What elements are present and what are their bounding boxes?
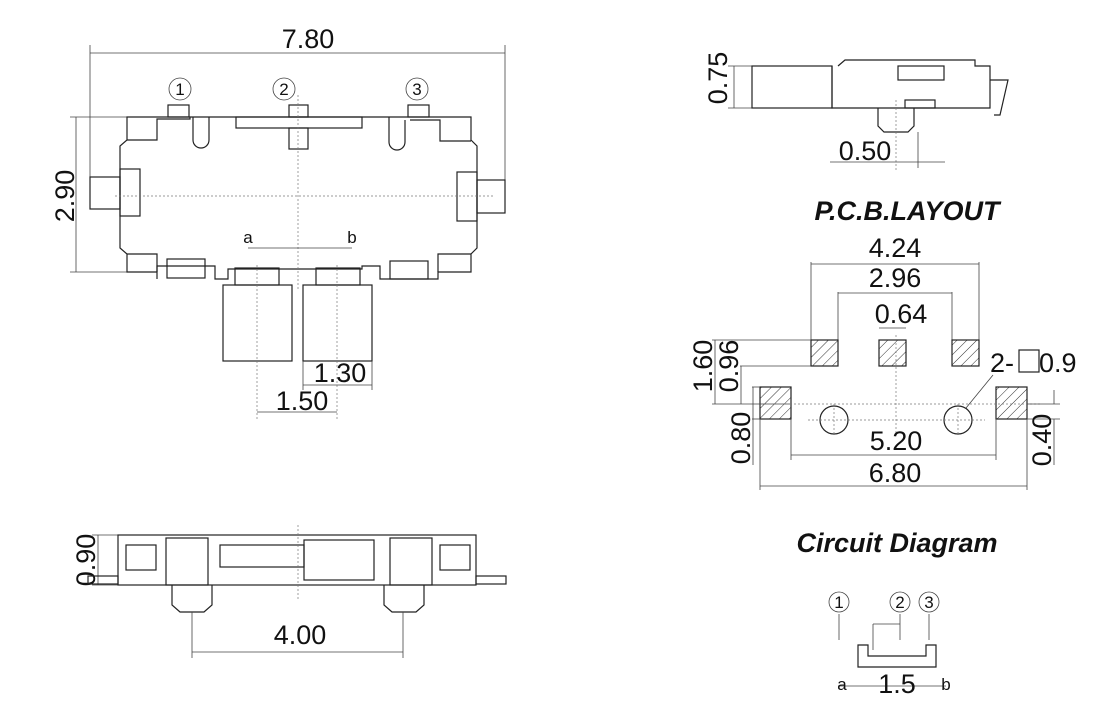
pin-1-tab bbox=[167, 104, 190, 118]
pin-2-label: 2 bbox=[279, 80, 288, 99]
pcb-pad-3 bbox=[951, 339, 980, 367]
circuit-pin-1: 1 bbox=[834, 593, 843, 612]
circuit-terminal-a: a bbox=[837, 675, 847, 694]
holes-spacing-label: 5.20 bbox=[870, 426, 923, 456]
pin-1-label: 1 bbox=[175, 80, 184, 99]
terminal-b-label: b bbox=[347, 228, 356, 247]
actuator-a bbox=[222, 284, 293, 362]
pin-3-marker bbox=[405, 77, 429, 101]
pin-2-marker bbox=[272, 77, 296, 101]
pin-3-tab bbox=[407, 104, 430, 118]
height-label: 2.90 bbox=[50, 170, 80, 223]
pin-2-tab bbox=[288, 104, 309, 118]
side-view: 0.90 4.00 bbox=[71, 525, 507, 658]
pad-width-label: 0.64 bbox=[875, 299, 928, 329]
pcb-pad-2 bbox=[878, 339, 907, 367]
pin-1-marker bbox=[168, 77, 192, 101]
hole-note-prefix: 2- bbox=[990, 348, 1014, 378]
pad-height-label: 0.96 bbox=[714, 340, 744, 393]
pcb-layout-title: P.C.B.LAYOUT bbox=[814, 196, 1002, 226]
pcb-pad-1 bbox=[810, 339, 839, 367]
pcb-side-pad-right bbox=[995, 386, 1028, 420]
peg-label: 0.50 bbox=[839, 136, 892, 166]
circuit-terminal-b: b bbox=[941, 675, 950, 694]
peg-spacing-label: 4.00 bbox=[274, 620, 327, 650]
end-view: 0.75 0.50 bbox=[703, 52, 1009, 170]
square-symbol-icon bbox=[1018, 349, 1040, 373]
circuit-diagram-title: Circuit Diagram bbox=[796, 528, 997, 558]
side-offset-label: 0.40 bbox=[1027, 414, 1057, 467]
side-height-label: 0.90 bbox=[71, 534, 101, 587]
actuator-b bbox=[302, 284, 373, 362]
side-pads-span-label: 6.80 bbox=[869, 458, 922, 488]
switch-body-outline bbox=[119, 116, 478, 280]
outer-pads-label: 4.24 bbox=[869, 233, 922, 263]
inner-pads-label: 2.96 bbox=[869, 263, 922, 293]
circuit-pin-2: 2 bbox=[895, 593, 904, 612]
actuator-width-label: 1.30 bbox=[314, 358, 367, 388]
pin-3-label: 3 bbox=[412, 80, 421, 99]
row-offset-label: 1.60 bbox=[688, 340, 718, 393]
side-pad-height-label: 0.80 bbox=[726, 412, 756, 465]
overall-width-label: 7.80 bbox=[282, 24, 335, 54]
circuit-pin-3: 3 bbox=[924, 593, 933, 612]
pcb-side-pad-left bbox=[759, 386, 792, 420]
circuit-travel-label: 1.5 bbox=[878, 669, 916, 699]
circuit-diagram: Circuit Diagram 1 2 3 a 1.5 b bbox=[796, 528, 997, 699]
actuator-pitch-label: 1.50 bbox=[276, 386, 329, 416]
top-view: 7.80 2.90 1 2 3 bbox=[50, 24, 506, 420]
pcb-layout: P.C.B.LAYOUT 4.24 2.96 0.64 1.60 0.96 bbox=[688, 196, 1077, 490]
end-height-label: 0.75 bbox=[703, 52, 733, 105]
hole-note-value: 0.9 bbox=[1039, 348, 1077, 378]
slider-contact-symbol bbox=[857, 644, 937, 668]
terminal-a-label: a bbox=[243, 228, 253, 247]
